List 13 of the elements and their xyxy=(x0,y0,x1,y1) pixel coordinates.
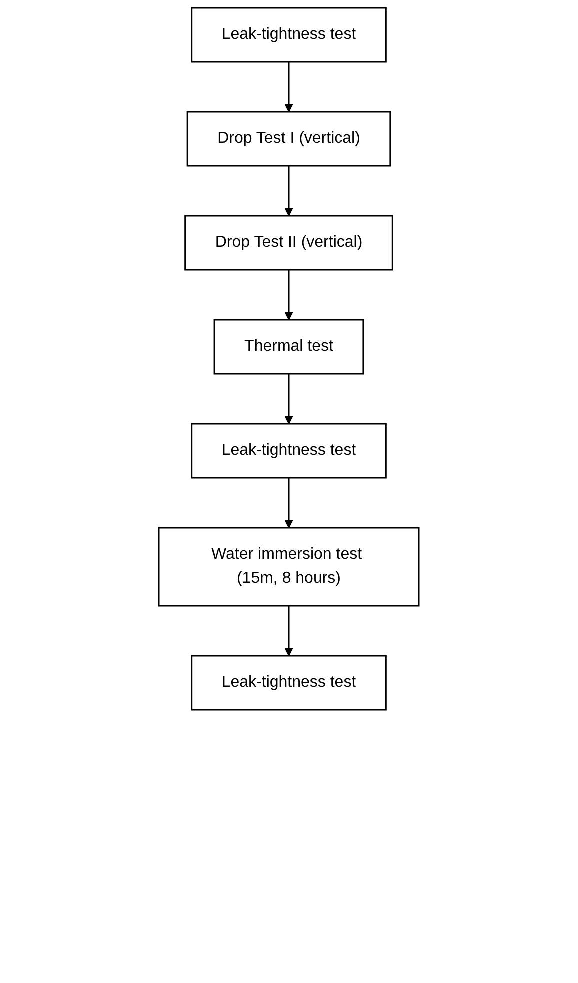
node-box: Thermal test xyxy=(214,319,364,375)
arrow xyxy=(284,166,294,216)
node-box: Drop Test II (vertical) xyxy=(184,215,394,271)
arrow xyxy=(284,270,294,320)
arrow xyxy=(284,478,294,528)
node-box: Leak-tightness test xyxy=(191,655,387,711)
node-box: Leak-tightness test xyxy=(191,423,387,479)
arrow xyxy=(284,62,294,112)
node-box: Water immersion test (15m, 8 hours) xyxy=(158,527,420,607)
node-box: Leak-tightness test xyxy=(191,7,387,63)
node-box: Drop Test I (vertical) xyxy=(186,111,392,167)
arrow xyxy=(284,606,294,656)
arrow xyxy=(284,374,294,424)
